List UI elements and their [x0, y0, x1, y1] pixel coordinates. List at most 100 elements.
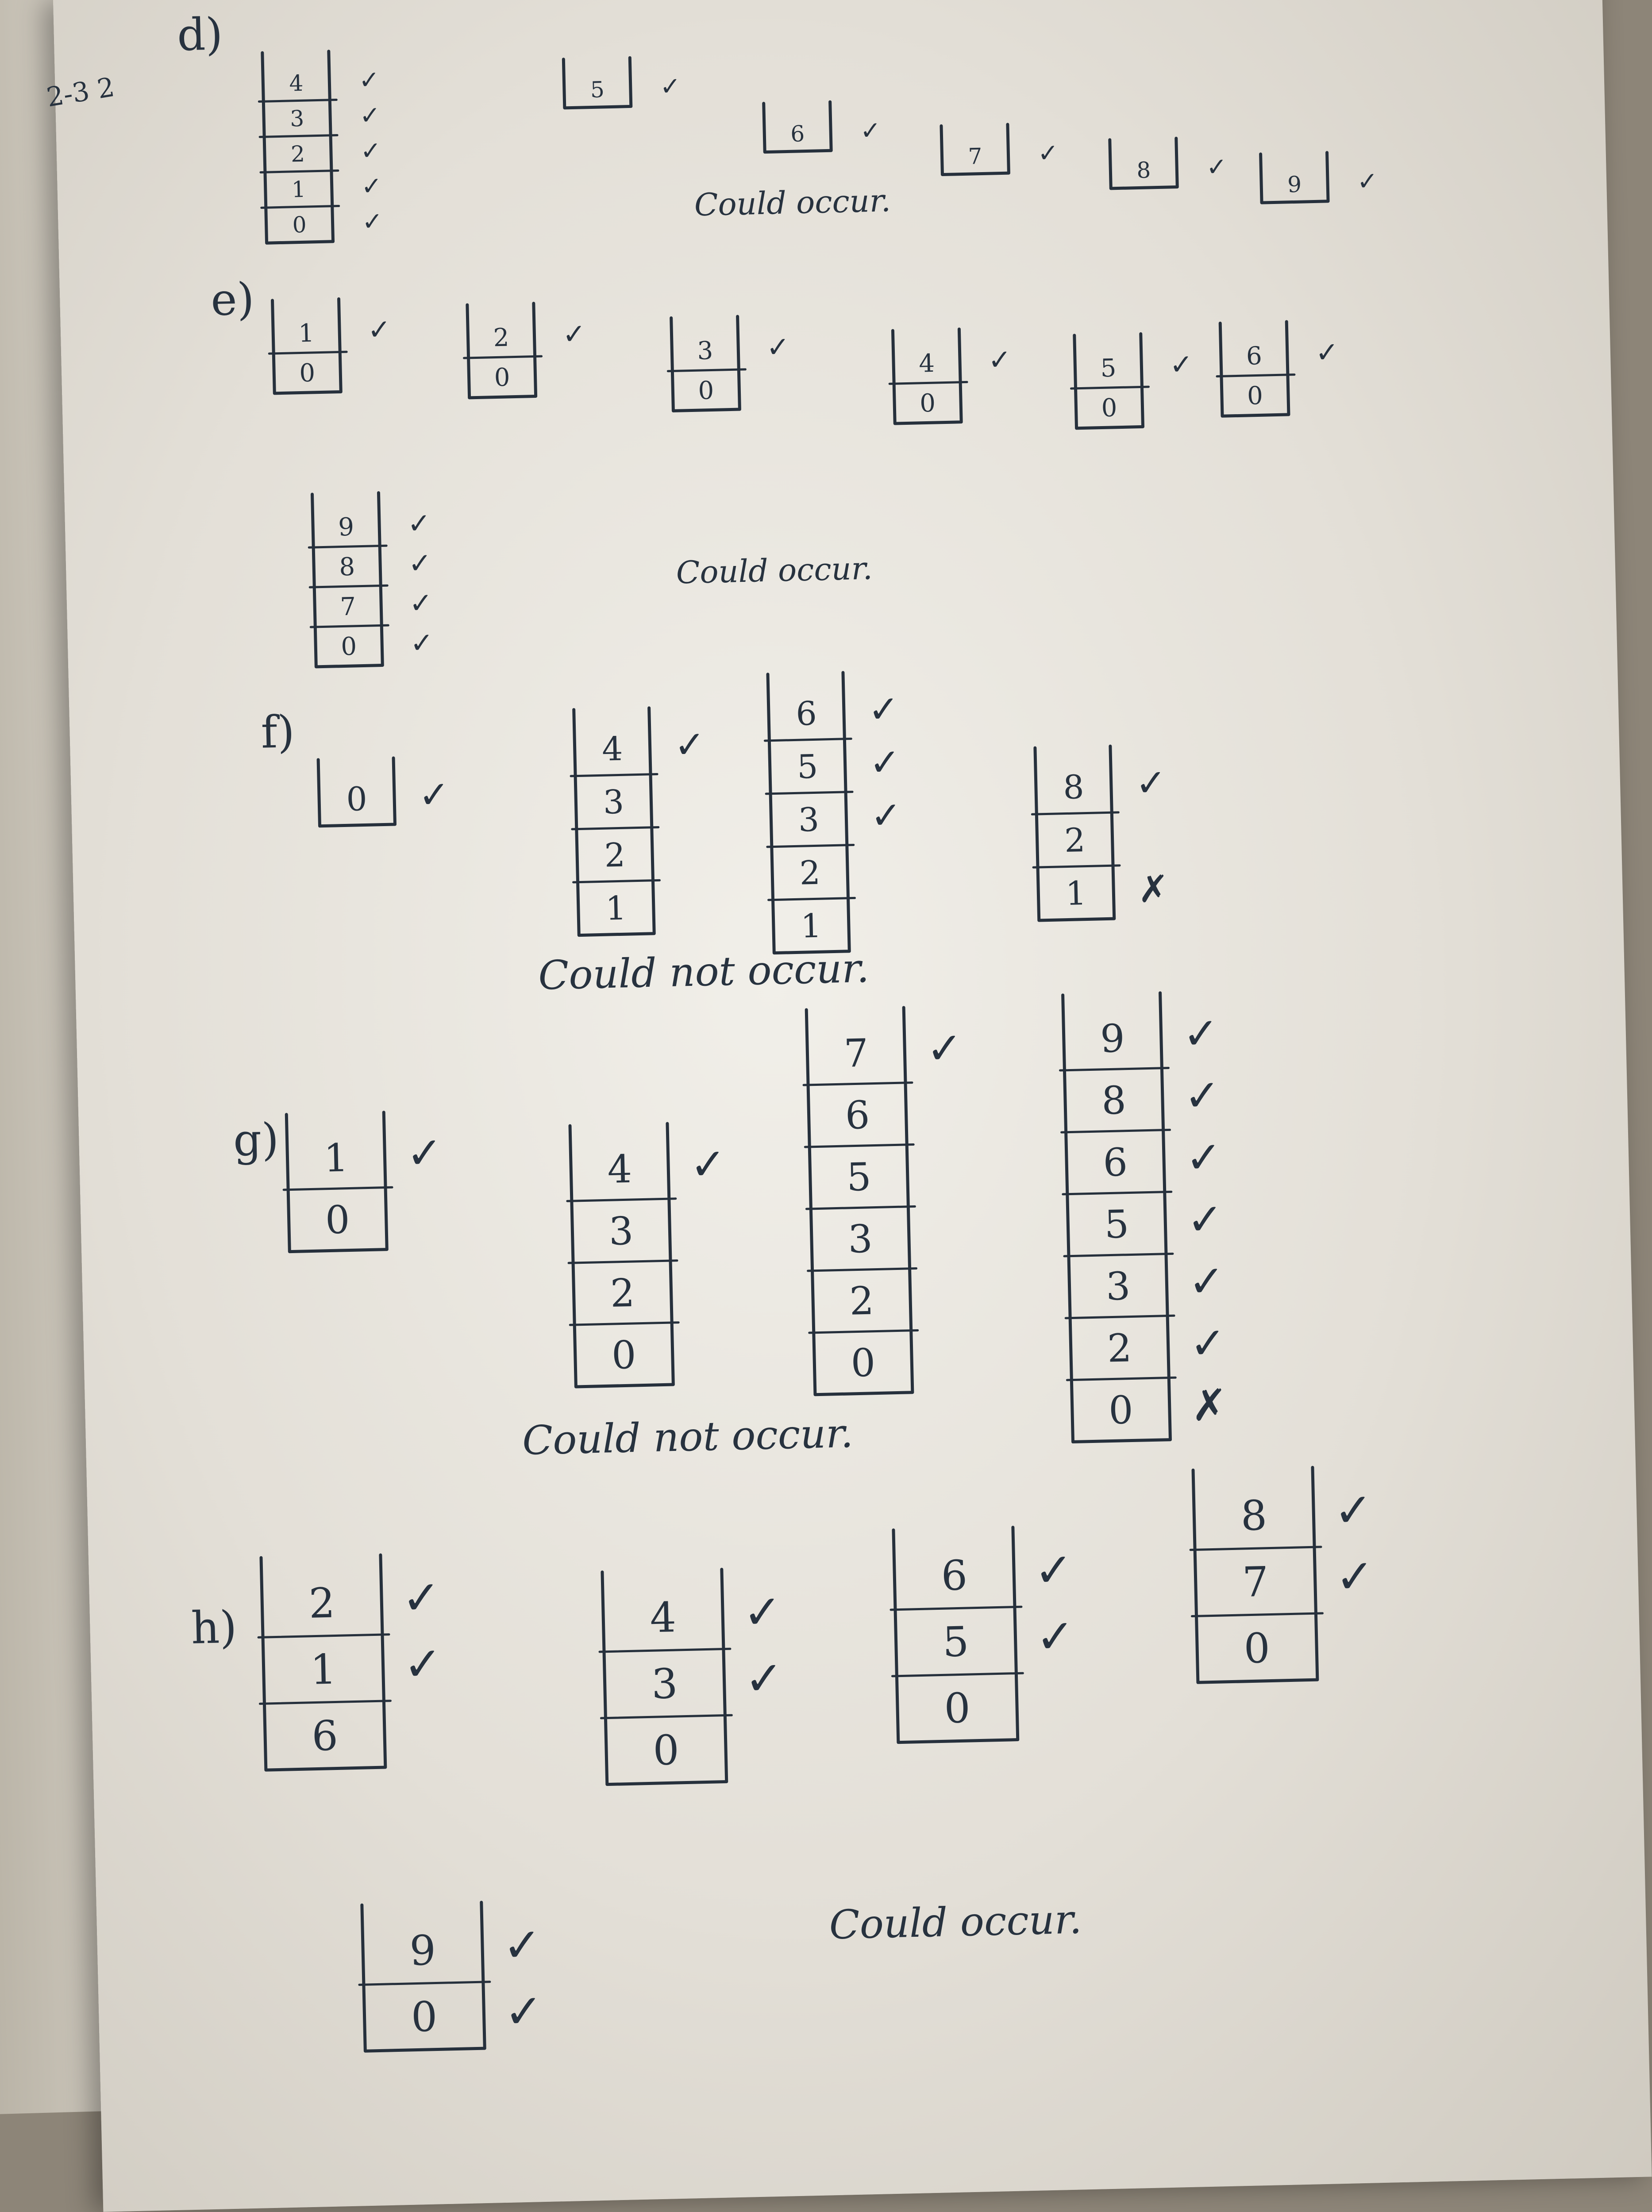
stack-cell-value: 8 [1240, 1492, 1268, 1540]
stack-cell-value: 0 [494, 363, 510, 392]
stack-cell-value: 2 [308, 1579, 336, 1627]
stack-cell-divider [766, 843, 855, 848]
stack-cell-divider [1070, 385, 1150, 390]
stack-cell-divider [260, 204, 340, 209]
stack-cell-divider [1032, 864, 1121, 869]
verdict-text: Could not occur. [522, 1410, 854, 1464]
stack-cell-divider [598, 1647, 732, 1653]
check-mark: ✓ [1357, 167, 1378, 196]
problem-label: e) [210, 273, 255, 326]
check-mark: ✓ [362, 207, 383, 236]
stack-cell-value: 2 [849, 1278, 874, 1323]
stack-cell-divider [1066, 1376, 1177, 1381]
problem-label: d) [177, 8, 223, 61]
check-mark: ✓ [1189, 1318, 1227, 1370]
stack-cell-value: 0 [943, 1684, 971, 1732]
stack-cell-divider [1216, 373, 1296, 378]
stack-cell-divider [570, 773, 658, 777]
check-mark: ✓ [1206, 153, 1227, 182]
check-mark: ✓ [743, 1585, 783, 1640]
stack-cell-value: 5 [1100, 354, 1117, 383]
stack-container [1073, 332, 1145, 430]
stack-cell-value: 5 [590, 77, 605, 103]
stack-container [466, 302, 538, 400]
stack-cell-divider [600, 1714, 733, 1720]
check-mark: ✓ [660, 72, 681, 101]
problem-label: f) [260, 706, 295, 758]
stack-cell-value: 6 [796, 695, 817, 733]
stack-container [892, 1526, 1020, 1744]
stack-cell-value: 3 [651, 1660, 678, 1708]
stack-container [1061, 991, 1172, 1444]
stack-cell-divider [891, 1672, 1024, 1677]
check-mark: ✓ [1169, 348, 1193, 381]
stack-container [805, 1006, 914, 1396]
stack-container [670, 315, 741, 412]
check-mark: ✓ [407, 507, 431, 540]
stack-cell-divider [282, 1186, 393, 1191]
stack-cell-divider [888, 381, 968, 385]
stack-cell-divider [805, 1205, 916, 1210]
stack-cell-value: 7 [843, 1031, 869, 1076]
stack-cell-divider [767, 896, 856, 901]
stack-container [271, 297, 343, 395]
stack-cell-value: 8 [1063, 768, 1084, 807]
check-mark: ✓ [418, 773, 451, 817]
check-mark: ✓ [766, 331, 790, 363]
stack-cell-value: 2 [290, 141, 305, 167]
check-mark: ✓ [409, 587, 433, 619]
stack-cell-divider [808, 1329, 919, 1334]
stack-container [601, 1568, 728, 1786]
stack-cell-divider [1060, 1128, 1171, 1134]
stack-cell-value: 8 [1101, 1077, 1127, 1123]
stack-cell-value: 4 [649, 1593, 677, 1642]
problem-label: h) [191, 1601, 238, 1654]
stack-cell-value: 1 [800, 907, 822, 946]
stack-container [766, 671, 851, 955]
stack-cell-value: 2 [1064, 821, 1086, 860]
check-mark: ✓ [870, 793, 902, 838]
stack-cell-value: 9 [338, 513, 354, 542]
stack-cell-value: 1 [291, 177, 306, 203]
stack-cell-value: 3 [697, 336, 713, 365]
stack-cell-value: 9 [409, 1927, 436, 1975]
stack-cell-value: 4 [289, 70, 304, 96]
stack-container [940, 123, 1010, 177]
stack-cell-value: 0 [611, 1332, 637, 1378]
check-mark: ✓ [1186, 1194, 1224, 1246]
stack-cell-divider [1191, 1612, 1324, 1618]
stack-cell-value: 5 [846, 1154, 872, 1200]
stack-cell-value: 0 [411, 1993, 438, 2041]
check-mark: ✓ [689, 1139, 727, 1190]
stack-cell-divider [571, 826, 660, 831]
check-mark: ✓ [403, 1637, 443, 1692]
check-mark: ✓ [359, 101, 381, 130]
stack-container [891, 327, 963, 425]
stack-cell-value: 9 [1287, 172, 1302, 198]
margin-note: 2-3 2 [44, 72, 116, 113]
stack-cell-divider [258, 1700, 392, 1705]
stack-cell-divider [569, 1321, 680, 1326]
stack-cell-divider [1062, 1190, 1173, 1196]
stack-cell-value: 6 [790, 121, 805, 147]
stack-cell-value: 3 [1105, 1263, 1131, 1309]
stack-cell-value: 0 [341, 632, 357, 662]
check-mark: ✓ [868, 687, 900, 731]
stack-cell-value: 3 [603, 783, 624, 822]
stack-container [1033, 744, 1116, 922]
stack-cell-divider [765, 790, 854, 795]
stack-container [562, 56, 633, 110]
verdict-text: Could occur. [829, 1896, 1082, 1948]
problem-label: g) [233, 1113, 280, 1166]
stack-cell-divider [257, 1633, 390, 1639]
paper-sheet: d) 0 ✓ 1 ✓ 2 ✓ 3 ✓ 4 ✓ 5 ✓ 6 ✓ 7 ✓ 8 ✓ 9 ✓ Could occur. e) 0 1 ✓ 0… [44, 0, 1652, 2212]
stack-container [259, 1553, 387, 1772]
stack-cell-value: 0 [1243, 1624, 1271, 1673]
stack-cell-value: 0 [1247, 381, 1263, 411]
check-mark: ✓ [988, 343, 1012, 376]
stack-cell-divider [666, 368, 747, 373]
check-mark: ✓ [926, 1023, 963, 1074]
check-mark: ✓ [562, 318, 586, 350]
stack-cell-divider [1063, 1252, 1174, 1258]
stack-container [316, 756, 397, 828]
